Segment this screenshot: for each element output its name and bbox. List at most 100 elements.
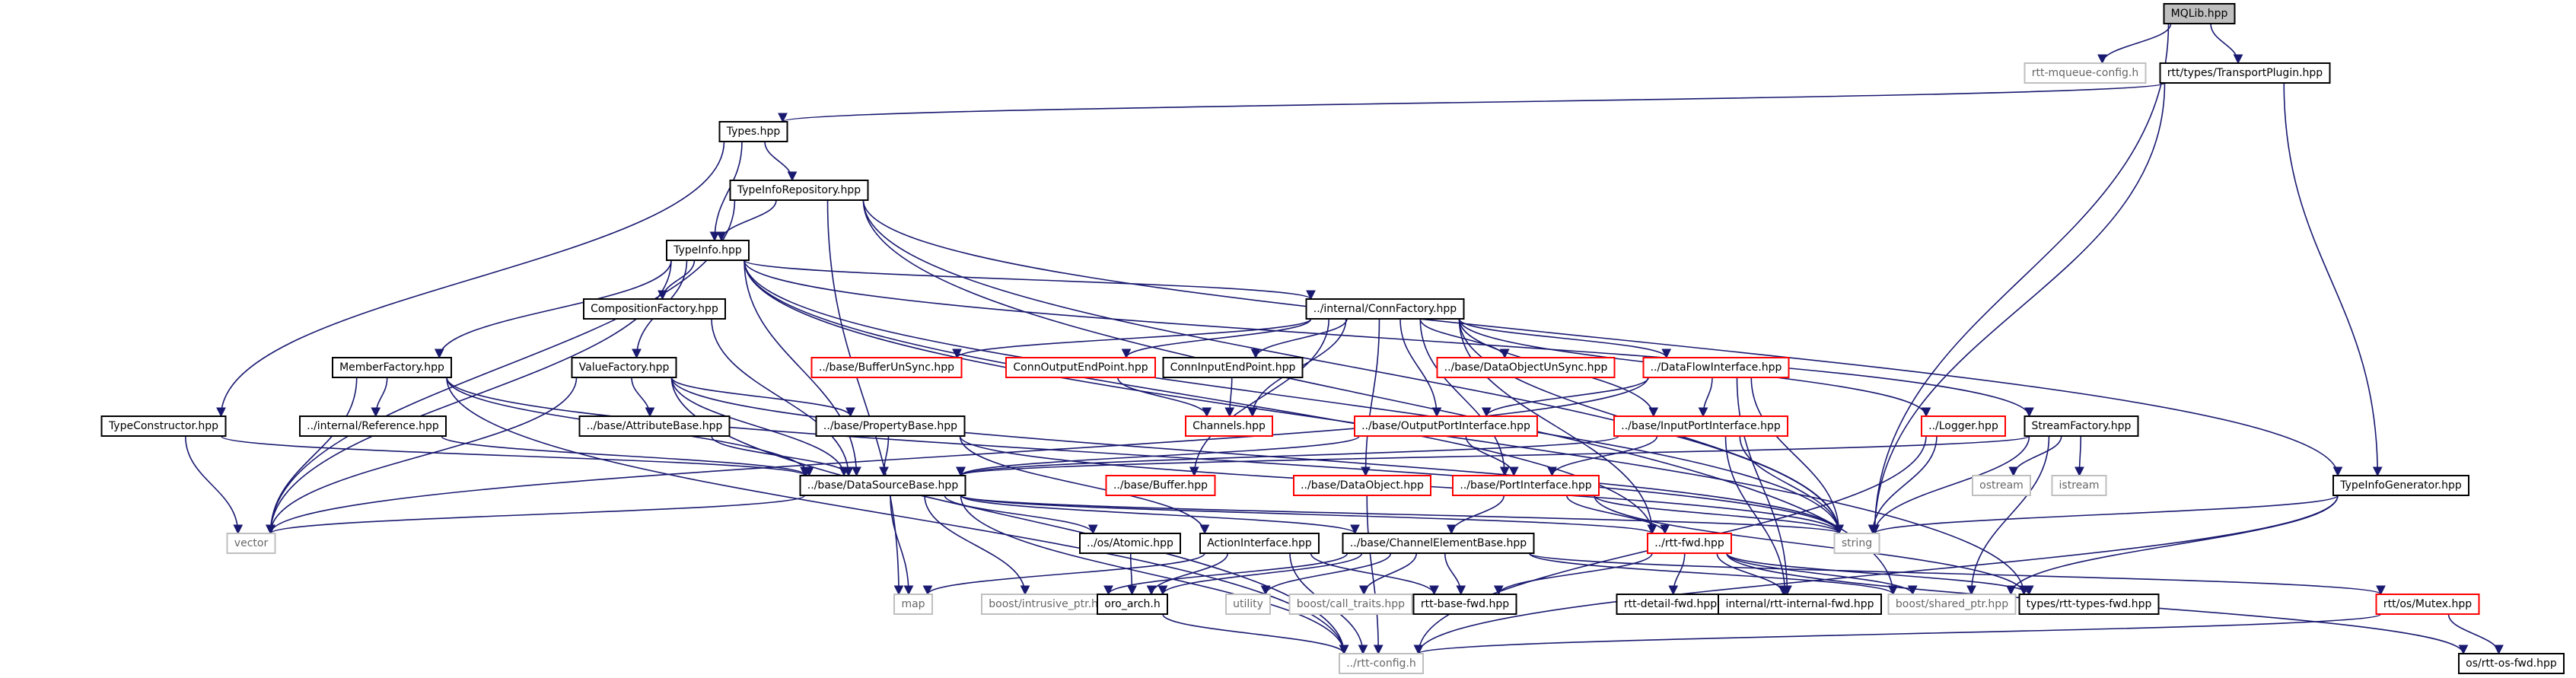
node-label: rtt-base-fwd.hpp <box>1421 598 1509 610</box>
graph-node-propertybase[interactable]: ../base/PropertyBase.hpp <box>815 415 966 437</box>
graph-node-conninput[interactable]: ConnInputEndPoint.hpp <box>1162 357 1304 378</box>
graph-node-dataobject[interactable]: ../base/DataObject.hpp <box>1293 475 1431 496</box>
edge-typeconstructor-to-datasourcebase <box>220 435 810 477</box>
graph-node-attributebase[interactable]: ../base/AttributeBase.hpp <box>578 415 731 437</box>
graph-node-channelelementbase[interactable]: ../base/ChannelElementBase.hpp <box>1342 533 1535 554</box>
edge-channelelementbase-to-sharedptr <box>1528 552 1898 596</box>
graph-node-istream: istream <box>2051 475 2107 496</box>
edge-dataflow-to-vector <box>266 377 1649 535</box>
graph-node-datasourcebase[interactable]: ../base/DataSourceBase.hpp <box>799 475 966 496</box>
node-box <box>1642 357 1790 378</box>
graph-node-mqlib[interactable]: MQLib.hpp <box>2163 3 2236 24</box>
graph-node-typeinfo[interactable]: TypeInfo.hpp <box>666 240 750 261</box>
edge-rttfwd-to-rttinternalfwd <box>1716 552 1788 596</box>
edge-connfactory-to-dataflow <box>1458 318 1672 359</box>
node-box <box>1452 475 1600 496</box>
node-box <box>810 357 963 378</box>
graph-node-buffer[interactable]: ../base/Buffer.hpp <box>1105 475 1216 496</box>
node-label: ../base/InputPortInterface.hpp <box>1621 420 1781 432</box>
edge-typeconstructor-to-vector <box>184 435 244 535</box>
edge-types-to-typeinfo <box>709 141 743 242</box>
graph-node-actioninterface[interactable]: ActionInterface.hpp <box>1199 533 1320 554</box>
node-box <box>2458 653 2565 674</box>
node-box <box>1162 357 1304 378</box>
node-label: rtt/types/TransportPlugin.hpp <box>2167 67 2323 79</box>
graph-node-bufferunsync[interactable]: ../base/BufferUnSync.hpp <box>810 357 963 378</box>
graph-node-connfactory[interactable]: ../internal/ConnFactory.hpp <box>1305 298 1465 320</box>
edge-transport-to-string <box>1870 82 2166 535</box>
edge-atomic-to-oroarch <box>1127 552 1137 596</box>
node-box <box>1354 415 1538 437</box>
graph-node-inputport[interactable]: ../base/InputPortInterface.hpp <box>1613 415 1788 437</box>
node-box <box>666 240 750 261</box>
graph-node-typeconstructor[interactable]: TypeConstructor.hpp <box>100 415 227 437</box>
edge-connfactory-to-rttfwd <box>1458 318 1657 535</box>
node-label: vector <box>234 537 269 549</box>
graph-node-atomic[interactable]: ../os/Atomic.hpp <box>1079 533 1181 554</box>
node-label: ../internal/Reference.hpp <box>307 420 439 432</box>
edge-typeinforepo-to-map <box>826 199 904 596</box>
node-box <box>2332 475 2469 496</box>
graph-node-mutex[interactable]: rtt/os/Mutex.hpp <box>2375 594 2480 615</box>
node-box <box>1225 594 1271 615</box>
graph-node-dataflow[interactable]: ../DataFlowInterface.hpp <box>1642 357 1790 378</box>
edge-datasourcebase-to-rttfwd <box>960 495 1657 535</box>
edge-mqlib-to-transport <box>2210 23 2243 65</box>
graph-node-streamfactory[interactable]: StreamFactory.hpp <box>2024 415 2139 437</box>
edge-typeinfogen-to-rttconfig <box>1413 495 2339 655</box>
graph-node-typesfwd[interactable]: types/rtt-types-fwd.hpp <box>2018 594 2160 615</box>
node-box <box>1833 533 1880 554</box>
graph-node-rttfwd[interactable]: ../rtt-fwd.hpp <box>1647 533 1732 554</box>
edge-channelelementbase-to-oroarch <box>1157 552 1363 596</box>
node-label: ../DataFlowInterface.hpp <box>1651 361 1782 374</box>
edge-outputport-to-datasourcebase <box>956 435 1360 477</box>
graph-node-string: string <box>1833 533 1880 554</box>
graph-node-compfactory[interactable]: CompositionFactory.hpp <box>583 298 726 320</box>
edge-types-to-typeinforepo <box>764 141 798 182</box>
edge-valuefactory-to-string <box>670 377 1844 535</box>
graph-node-channels[interactable]: Channels.hpp <box>1185 415 1273 437</box>
graph-node-rttdetailfwd[interactable]: rtt-detail-fwd.hpp <box>1616 594 1725 615</box>
node-box <box>299 415 447 437</box>
node-box <box>2159 62 2331 84</box>
node-label: ConnInputEndPoint.hpp <box>1170 361 1296 374</box>
edge-datasourcebase-to-channelelementbase <box>960 495 1360 535</box>
edge-typeinfo-to-string <box>744 259 1844 535</box>
graph-node-typeinfogen[interactable]: TypeInfoGenerator.hpp <box>2332 475 2469 496</box>
graph-node-dataobjunsync[interactable]: ../base/DataObjectUnSync.hpp <box>1436 357 1616 378</box>
edge-propertybase-to-datasourcebase <box>879 435 890 477</box>
graph-node-logger[interactable]: ../Logger.hpp <box>1921 415 2006 437</box>
graph-node-osfwd[interactable]: os/rtt-os-fwd.hpp <box>2458 653 2565 674</box>
node-box <box>1436 357 1616 378</box>
graph-node-types[interactable]: Types.hpp <box>718 121 788 142</box>
graph-node-ostream: ostream <box>1972 475 2031 496</box>
graph-node-intrusive: boost/intrusive_ptr.hpp <box>981 594 1119 615</box>
graph-node-typeinforepo[interactable]: TypeInfoRepository.hpp <box>729 180 869 201</box>
node-label: rtt-detail-fwd.hpp <box>1624 598 1717 610</box>
node-label: ../rtt-config.h <box>1346 657 1416 670</box>
graph-node-connoutput[interactable]: ConnOutputEndPoint.hpp <box>1005 357 1156 378</box>
graph-node-oroarch[interactable]: oro_arch.h <box>1097 594 1168 615</box>
graph-node-rttinternalfwd[interactable]: internal/rtt-internal-fwd.hpp <box>1718 594 1882 615</box>
graph-node-portinterface[interactable]: ../base/PortInterface.hpp <box>1452 475 1600 496</box>
graph-node-valuefactory[interactable]: ValueFactory.hpp <box>571 357 677 378</box>
graph-node-outputport[interactable]: ../base/OutputPortInterface.hpp <box>1354 415 1538 437</box>
node-label: string <box>1842 537 1872 549</box>
graph-node-transport[interactable]: rtt/types/TransportPlugin.hpp <box>2159 62 2331 84</box>
graph-node-utility: utility <box>1225 594 1271 615</box>
graph-node-memberfactory[interactable]: MemberFactory.hpp <box>332 357 452 378</box>
node-label: types/rtt-types-fwd.hpp <box>2027 598 2152 610</box>
graph-node-rttbasefwd[interactable]: rtt-base-fwd.hpp <box>1412 594 1517 615</box>
node-box <box>1305 298 1465 320</box>
edge-datasourcebase-to-intrusive <box>924 495 1030 596</box>
edge-typeinfogen-to-string <box>1870 495 2339 535</box>
graph-node-reference[interactable]: ../internal/Reference.hpp <box>299 415 447 437</box>
node-label: ../base/PortInterface.hpp <box>1460 479 1591 492</box>
node-label: ../base/DataSourceBase.hpp <box>807 479 959 492</box>
edge-channelelementbase-to-mutex <box>1528 552 2386 596</box>
node-label: internal/rtt-internal-fwd.hpp <box>1725 598 1874 610</box>
node-label: StreamFactory.hpp <box>2032 420 2132 432</box>
node-label: ../base/DataObjectUnSync.hpp <box>1444 361 1608 374</box>
edge-mqlib-to-mqcfg <box>2097 23 2172 65</box>
